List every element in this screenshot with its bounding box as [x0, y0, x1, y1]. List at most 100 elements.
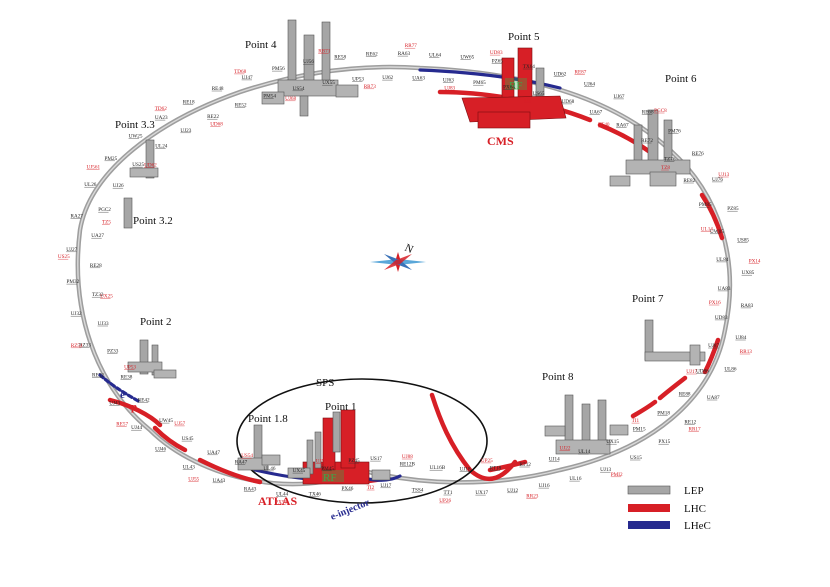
tunnel-label: UJ14: [549, 456, 560, 462]
tunnel-label: UD68: [562, 99, 575, 105]
point-3-2-complex: [123, 197, 133, 229]
tunnel-label: RA27: [71, 214, 84, 220]
rf-label-point-5: RF: [509, 80, 522, 92]
point-5-complex: RF: [461, 47, 567, 129]
tunnel-label: UJ57: [174, 421, 185, 427]
tunnel-label: PM85: [699, 202, 712, 208]
tunnel-label: PZ65: [492, 59, 504, 65]
point-3-3-label: Point 3.3: [115, 119, 155, 131]
tunnel-label: UJ17: [380, 483, 391, 489]
point-4-label: Point 4: [245, 39, 277, 51]
tunnel-label: UJ17: [686, 369, 697, 375]
tunnel-label: RA43: [244, 487, 257, 493]
tunnel-label: UJ87: [708, 343, 719, 349]
tunnel-label: UJ44: [131, 425, 142, 431]
tunnel-label: UW85: [710, 229, 724, 235]
tunnel-label: TI8: [524, 97, 532, 103]
point-3-2-label: Point 3.2: [133, 215, 173, 227]
point-8-complex: [544, 394, 629, 455]
tunnel-label: UJ67: [614, 94, 625, 100]
tunnel-label: TX64: [523, 64, 536, 70]
legend-label-lhec: LHeC: [684, 520, 711, 532]
point-7-label: Point 7: [632, 293, 664, 305]
tunnel-label: PM65: [473, 80, 486, 86]
tunnel-label: UW25: [129, 134, 143, 140]
tunnel-label: UJ56: [303, 59, 314, 65]
atlas-label: ATLAS: [258, 494, 297, 508]
point-2-complex: [127, 339, 177, 379]
tunnel-label: UJ23: [180, 128, 191, 134]
tunnel-label: PX15: [658, 439, 670, 445]
tunnel-label: US65: [533, 91, 545, 97]
tunnel-label: US45: [182, 436, 194, 442]
tunnel-label: PX56: [275, 499, 287, 505]
tunnel-label: UA87: [707, 395, 720, 401]
tunnel-label: UL43: [183, 465, 196, 471]
legend-swatch-lhec: [628, 521, 670, 529]
tunnel-label: UL14: [578, 449, 591, 455]
tunnel-label: RE18: [183, 99, 195, 105]
tunnel-label: UA83: [718, 286, 731, 292]
lhc-sections: [107, 89, 725, 485]
tunnel-label: UJ47: [242, 75, 253, 81]
tunnel-label: US15: [630, 455, 642, 461]
tunnel-label: PX64: [503, 85, 515, 91]
tunnel-label: RR13: [740, 349, 753, 355]
tunnel-label: TX46: [309, 492, 322, 498]
tunnel-label: US25: [132, 162, 144, 168]
tunnel-label: RE32: [92, 373, 104, 379]
point-1-8-complex: [237, 424, 281, 471]
legend: LEP LHC LHeC: [627, 485, 711, 532]
tunnel-label: UJ84: [735, 335, 746, 341]
tunnel-label: RE87: [575, 70, 587, 76]
tunnel-label: UJ53: [316, 459, 327, 465]
tunnel-label: UJ88: [402, 454, 413, 460]
rf-label-point-1: RF: [323, 472, 336, 484]
tunnel-label: TZ5: [102, 220, 111, 226]
beam-letter-e: e: [120, 389, 125, 401]
tunnel-label: UL64: [429, 52, 442, 58]
tunnel-label: UL14: [701, 227, 714, 233]
tunnel-label: UL16: [569, 476, 582, 482]
compass-rose-icon: N: [370, 242, 426, 272]
tunnel-element-labels: PZ45PX46PM45TX46UX45UL44UL46RA43RA47UA43…: [57, 43, 761, 505]
tunnel-label: UP53: [124, 365, 136, 371]
tunnel-label: RA63: [398, 51, 411, 57]
point-6-label: Point 6: [665, 73, 697, 85]
tunnel-label: UP25: [481, 458, 493, 464]
tunnel-label: RE82: [683, 178, 695, 184]
tunnel-label: UX15: [606, 439, 619, 445]
tunnel-label: RR73: [364, 84, 377, 90]
tunnel-label: RE38: [121, 374, 133, 380]
point-2-label: Point 2: [140, 316, 171, 328]
tunnel-label: RT18: [490, 465, 502, 471]
tunnel-label: UJ32: [71, 311, 82, 317]
tunnel-label: UJ76: [712, 177, 723, 183]
tunnel-label: UJ18: [460, 466, 471, 472]
tunnel-label: RE48: [212, 86, 224, 92]
tunnel-label: TSS4: [412, 488, 424, 494]
tunnel-label: PM54: [263, 93, 276, 99]
tunnel-label: UA27: [91, 233, 104, 239]
point-1-label: Point 1: [325, 401, 356, 413]
tunnel-label: TZ76: [664, 157, 676, 163]
point-3-3-complex: [129, 139, 159, 179]
tunnel-label: UD62: [144, 162, 157, 168]
tunnel-label: UX17: [475, 490, 488, 496]
tunnel-label: RE12: [684, 419, 696, 425]
tunnel-label: PM32: [67, 279, 80, 285]
tunnel-label: UX45: [293, 468, 306, 474]
tunnel-label: UW65: [460, 55, 474, 61]
tunnel-label: PZ45: [348, 458, 360, 464]
tunnel-label: PZ33: [107, 349, 119, 355]
tunnel-label: UJ26: [113, 183, 124, 189]
tunnel-label: RE42: [138, 398, 150, 404]
tunnel-label: TI1: [632, 418, 640, 424]
tunnel-label: UJ22: [560, 446, 571, 452]
tunnel-label: PM76: [668, 129, 681, 135]
tunnel-label: RZ54: [71, 343, 83, 349]
tunnel-label: TT1: [444, 490, 453, 496]
tunnel-label: UJ55: [188, 476, 199, 482]
tunnel-label: RA83: [741, 303, 754, 309]
